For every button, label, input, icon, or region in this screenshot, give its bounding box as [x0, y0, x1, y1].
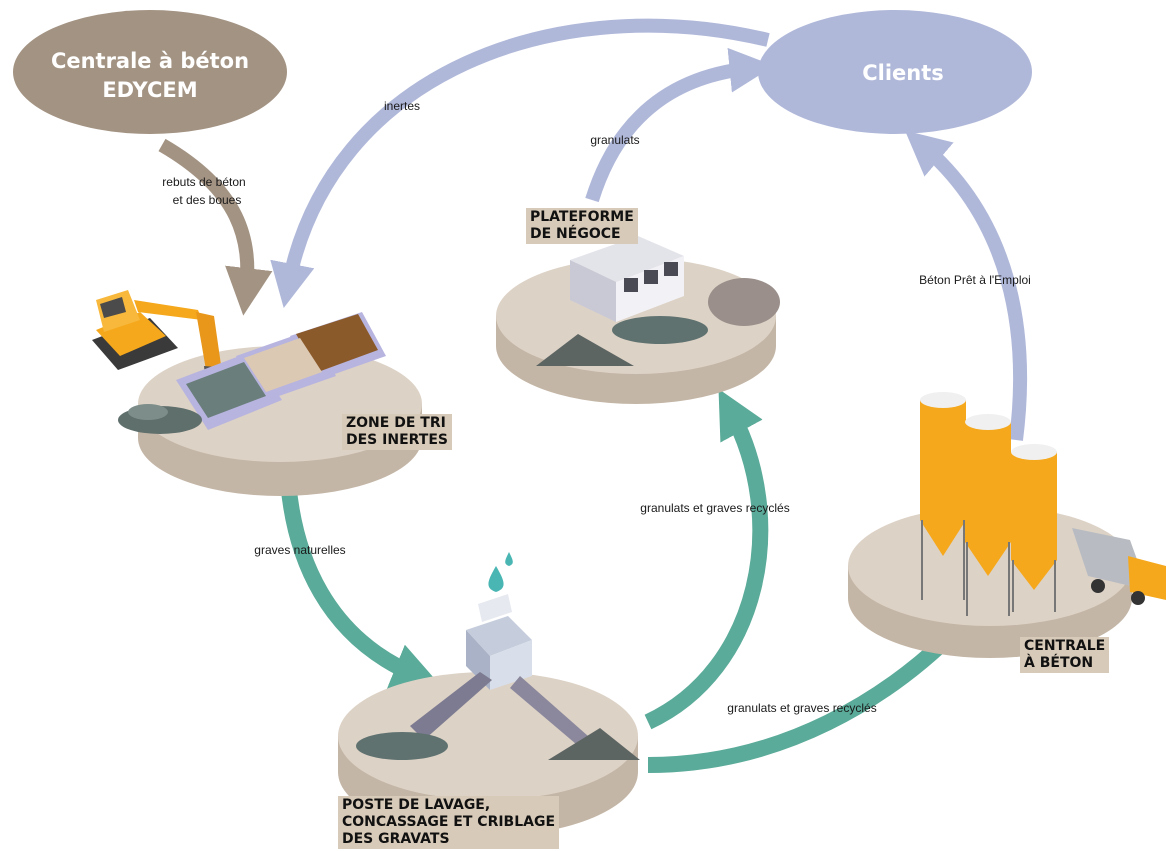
station-label-plateforme: PLATEFORME DE NÉGOCE — [526, 208, 638, 244]
flow-label-beton-pret: Béton Prêt à l'Emploi — [919, 273, 1031, 287]
washing-machine-illustration — [410, 594, 588, 744]
arrow-beton-pret — [904, 130, 1028, 441]
arrow-granulats — [585, 47, 775, 203]
station-label-plateforme-line1: PLATEFORME — [530, 209, 634, 225]
station-label-centrale-beton: CENTRALE À BÉTON — [1020, 637, 1110, 673]
arrow-rebuts — [158, 138, 273, 316]
node-centrale-edycem-line1: Centrale à béton — [51, 49, 249, 73]
station-label-poste-lavage: POSTE DE LAVAGE, CONCASSAGE ET CRIBLAGE … — [338, 796, 560, 849]
station-label-plateforme-line2: DE NÉGOCE — [530, 226, 621, 242]
flow-label-inertes: inertes — [384, 99, 420, 113]
mixer-truck-illustration — [1072, 528, 1166, 605]
flow-label-rebuts-line2: et des boues — [173, 193, 242, 207]
station-label-poste-lavage-line1: POSTE DE LAVAGE, — [342, 797, 491, 813]
station-label-centrale-beton-line1: CENTRALE — [1024, 638, 1106, 654]
rubble-pile-zone-tri — [118, 404, 202, 434]
arrow-recycles-up — [644, 388, 769, 730]
station-label-centrale-beton-line2: À BÉTON — [1024, 655, 1094, 671]
flow-label-granulats: granulats — [590, 133, 639, 147]
node-centrale-edycem-line2: EDYCEM — [102, 78, 197, 102]
flow-label-rebuts-line1: rebuts de béton — [162, 175, 245, 189]
arrow-inertes — [270, 18, 770, 308]
stone-piles-plateforme — [536, 278, 780, 366]
office-building-illustration — [570, 236, 684, 322]
arrow-graves-naturelles — [279, 461, 441, 690]
flow-label-recycles-right: granulats et graves recyclés — [727, 701, 876, 715]
node-centrale-edycem: Centrale à béton EDYCEM — [13, 10, 287, 134]
station-label-zone-tri-line2: DES INERTES — [346, 432, 448, 448]
station-label-zone-tri-line1: ZONE DE TRI — [346, 415, 446, 431]
water-drop-icon — [488, 552, 513, 592]
station-label-poste-lavage-line3: DES GRAVATS — [342, 831, 450, 847]
gravel-pile-poste — [356, 728, 640, 760]
flow-label-graves-naturelles: graves naturelles — [254, 543, 345, 557]
node-clients-label: Clients — [862, 61, 944, 85]
silos-illustration — [920, 392, 1057, 616]
sorting-bins-illustration — [176, 312, 386, 430]
station-label-poste-lavage-line2: CONCASSAGE ET CRIBLAGE — [342, 814, 556, 830]
flow-label-recycles-up: granulats et graves recyclés — [640, 501, 789, 515]
station-label-zone-tri: ZONE DE TRI DES INERTES — [342, 414, 452, 450]
node-clients: Clients — [758, 10, 1032, 134]
